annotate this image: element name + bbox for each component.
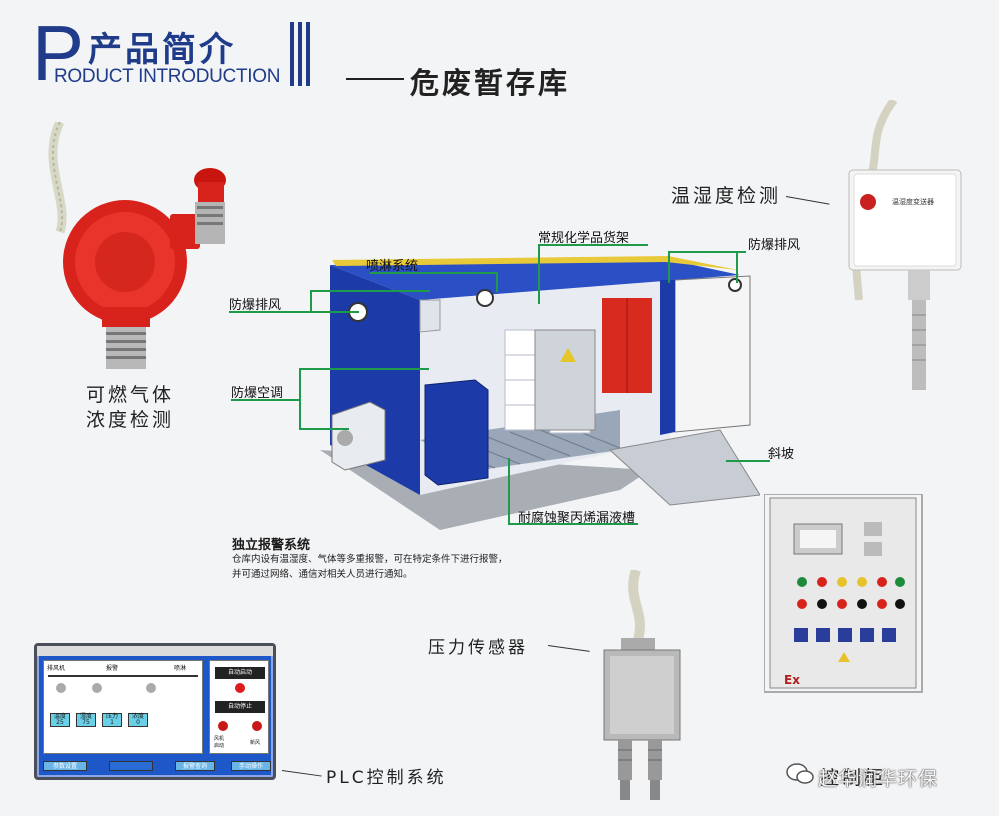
plc-label: PLC控制系统 [326, 768, 447, 788]
plc-fresh-air-light [252, 721, 262, 731]
wechat-icon [786, 763, 814, 784]
plc-leader [281, 770, 322, 777]
aircon-label: 防爆空调 [231, 386, 284, 401]
spray-leader [370, 272, 498, 274]
plc-header-right: 喷淋 [174, 665, 187, 672]
plc-fan-icon [56, 683, 66, 693]
plc-header-mid: 报警 [106, 665, 119, 672]
plc-auto-start-button[interactable]: 自动启动 [215, 667, 265, 679]
alarm-system-title: 独立报警系统 [232, 538, 311, 553]
pressure-sensor-label: 压力传感器 [428, 638, 528, 658]
fan-left-leader [229, 311, 359, 313]
plc-fan-light [218, 721, 228, 731]
page-title-cn: 产品简介 [88, 30, 236, 70]
spray-label: 喷淋系统 [366, 259, 419, 274]
watermark: 赵华润华环保 [818, 768, 939, 790]
temp-humidity-sensor-image: 温湿度变送器 [848, 100, 962, 390]
plc-side-area: 自动启动 自动停止 风机 启动 新风 [209, 660, 269, 754]
tank-label: 耐腐蚀聚丙烯漏液槽 [518, 511, 636, 526]
plc-alarm-query-button[interactable]: 报警查询 [175, 761, 215, 771]
gas-detector-label-1: 可燃气体 [86, 384, 175, 406]
panel-ex-text: Ex [784, 673, 800, 687]
ramp-label: 斜坡 [768, 447, 795, 462]
logo-letter-p: P [32, 9, 85, 97]
plc-spray-icon [146, 683, 156, 693]
pressure-sensor-image [603, 570, 681, 800]
shelf-label: 常规化学品货架 [538, 231, 630, 246]
temp-humidity-leader [785, 196, 830, 205]
plc-ind-right: 新风 [250, 740, 261, 746]
page-title-en: RODUCT INTRODUCTION [54, 66, 281, 87]
plc-auto-stop-button[interactable]: 自动停止 [215, 701, 265, 713]
shelf-leader [538, 244, 648, 246]
plc-blank-button[interactable] [109, 761, 153, 771]
control-panel-label: 控制柜 [820, 767, 887, 789]
title-bars-decoration [290, 22, 318, 86]
aircon-leader [231, 399, 301, 401]
storage-room-illustration [320, 256, 760, 530]
alarm-desc-line-2: 并可通过网络、通信对相关人员进行通知。 [232, 569, 413, 580]
alarm-desc-line-1: 仓库内设有温湿度、气体等多重报警，可在特定条件下进行报警， [232, 554, 508, 565]
fan-right-leader [668, 251, 746, 253]
fan-right-label: 防爆排风 [748, 238, 801, 253]
plc-ind-left: 风机 启动 [214, 736, 225, 749]
fan-left-label: 防爆排风 [229, 298, 282, 313]
sensor-device-text: 温湿度变送器 [892, 197, 934, 206]
tank-leader [508, 458, 510, 525]
control-panel-image: Ex [764, 494, 923, 693]
pressure-leader [547, 645, 590, 652]
ramp-leader [726, 460, 770, 462]
gas-detector-label-2: 浓度检测 [86, 409, 175, 431]
temp-humidity-label: 温湿度检测 [671, 185, 782, 207]
alarm-system-desc: 仓库内设有温湿度、气体等多重报警，可在特定条件下进行报警， 并可通过网络、通信对… [232, 552, 552, 582]
page-subtitle: 危废暂存库 [410, 66, 571, 100]
gas-detector-image [48, 122, 226, 369]
plc-param-button[interactable]: 参数设置 [43, 761, 87, 771]
plc-alarm-icon [92, 683, 102, 693]
plc-header-left: 排风机 [47, 665, 66, 672]
plc-start-light [235, 683, 245, 693]
plc-manual-button[interactable]: 手动操作 [231, 761, 271, 771]
subtitle-dash [346, 78, 404, 80]
